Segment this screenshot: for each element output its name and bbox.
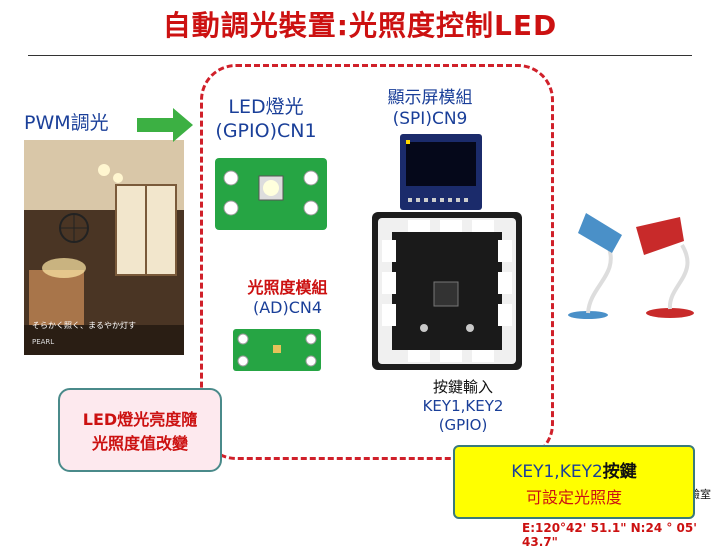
blue-lamp-icon: [568, 213, 622, 319]
desk-lamps: [568, 213, 694, 319]
callout-line2: 可設定光照度: [525, 487, 622, 507]
right-arrow-icon: [137, 108, 193, 142]
sensor-module-title: 光照度模組: [247, 278, 328, 297]
callout-line1: KEY1,KEY2按鍵: [511, 457, 637, 482]
callout-keys: KEY1,KEY2: [511, 461, 603, 482]
display-module-label: 顯示屏模組 (SPI)CN9: [370, 88, 490, 131]
brightness-note-line1: LED燈光亮度隨: [82, 410, 198, 429]
oled-display: [400, 134, 482, 210]
controller-board: [372, 212, 522, 370]
red-lamp-icon: [636, 217, 694, 318]
page-title: 自動調光裝置:光照度控制LED: [162, 9, 558, 42]
pwm-label: PWM調光: [24, 112, 109, 134]
key-setting-callout: KEY1,KEY2按鍵 可設定光照度: [453, 445, 695, 519]
brightness-note: LED燈光亮度隨 光照度值改變: [58, 388, 222, 472]
gps-coordinates: E:120°42' 51.1" N:24 ° 05' 43.7": [522, 521, 697, 549]
photo-brand: PEARL: [32, 338, 55, 346]
led-module-title: LED燈光: [228, 96, 304, 118]
light-sensor-board: [233, 329, 321, 371]
led-module-port: (GPIO)CN1: [215, 119, 317, 142]
key-input-port: (GPIO): [438, 415, 488, 434]
key-input-keys: KEY1,KEY2: [422, 396, 504, 415]
photo-caption: そらかく照く、まるやか灯す: [32, 321, 136, 330]
led-module-label: LED燈光 (GPIO)CN1: [202, 96, 330, 144]
brightness-note-line2: 光照度值改變: [91, 434, 188, 453]
title-divider: [28, 55, 692, 56]
display-module-port: (SPI)CN9: [392, 109, 468, 130]
callout-suffix: 按鍵: [602, 461, 637, 482]
sensor-module-label: 光照度模組 (AD)CN4: [230, 278, 345, 318]
room-illustration: [24, 140, 184, 355]
sensor-module-port: (AD)CN4: [252, 298, 323, 317]
led-board: [215, 158, 327, 230]
system-group-box: [200, 64, 554, 460]
display-module-title: 顯示屏模組: [387, 88, 473, 108]
key-input-label: 按鍵輸入 KEY1,KEY2 (GPIO): [408, 378, 518, 434]
room-photo: そらかく照く、まるやか灯す PEARL: [24, 140, 184, 355]
key-input-title: 按鍵輸入: [432, 378, 493, 396]
